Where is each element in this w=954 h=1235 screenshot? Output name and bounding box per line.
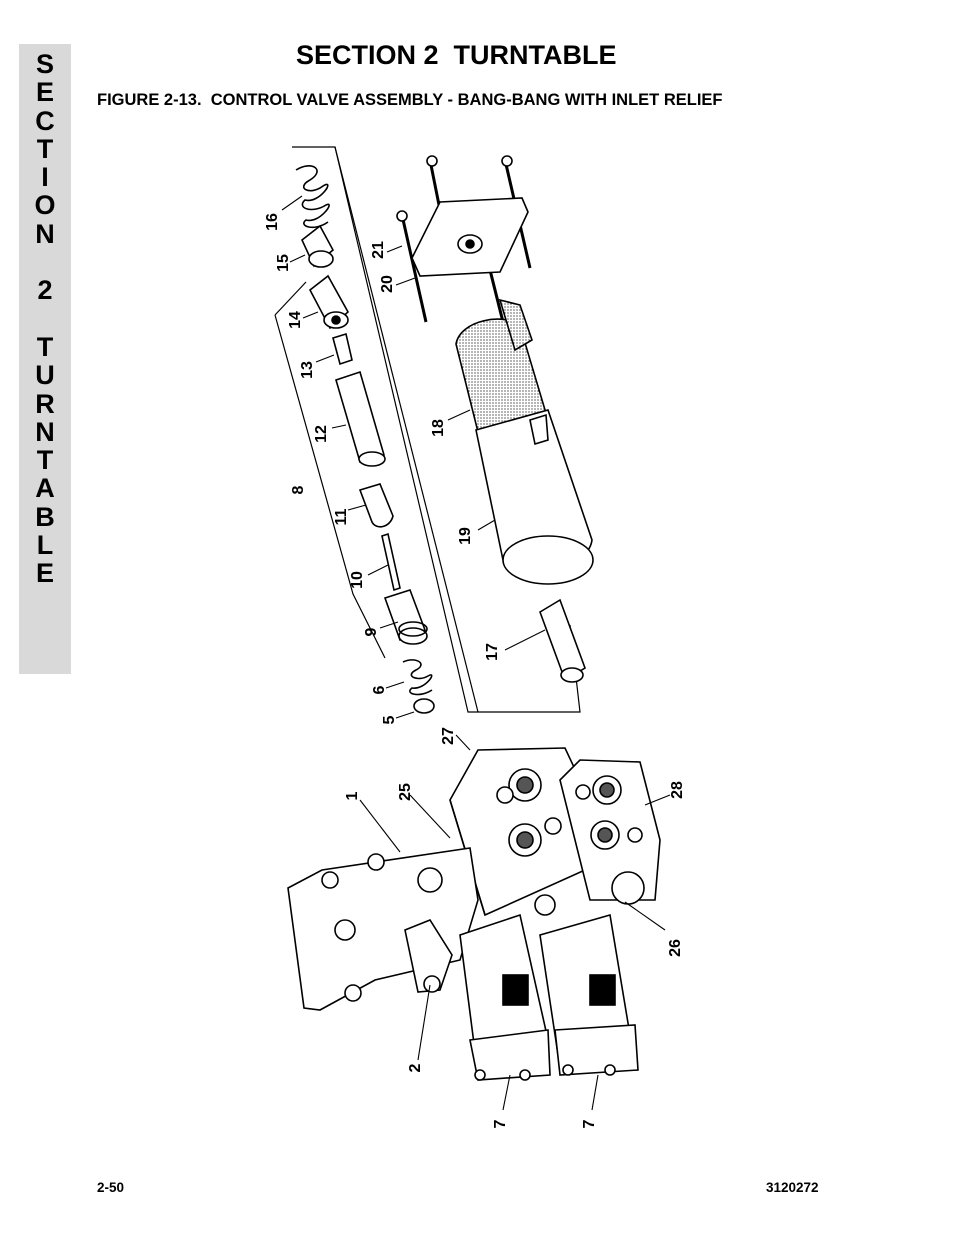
side-letter: R bbox=[35, 388, 55, 419]
callout-12: 12 bbox=[313, 425, 330, 443]
callout-10: 10 bbox=[349, 571, 366, 589]
page-title: SECTION 2 TURNTABLE bbox=[296, 40, 617, 70]
callout-8: 8 bbox=[290, 485, 307, 494]
side-letter: L bbox=[36, 530, 54, 561]
side-letter: 2 bbox=[37, 275, 53, 306]
mounting-bracket-1 bbox=[287, 847, 479, 1011]
side-letter: E bbox=[35, 558, 54, 589]
callout-25: 25 bbox=[397, 783, 414, 801]
part-14 bbox=[308, 274, 350, 330]
side-letter: S bbox=[35, 49, 54, 79]
valve-body bbox=[449, 747, 586, 917]
callout-27: 27 bbox=[440, 727, 457, 745]
callout-21: 21 bbox=[370, 241, 387, 259]
callout-5: 5 bbox=[381, 715, 398, 724]
side-letter: N bbox=[35, 218, 55, 249]
callout-7-right: 7 bbox=[581, 1119, 598, 1128]
callout-7-left: 7 bbox=[492, 1119, 509, 1128]
washer-5 bbox=[413, 698, 435, 714]
callout-13: 13 bbox=[299, 361, 316, 379]
callout-1: 1 bbox=[344, 791, 361, 800]
fitting-2 bbox=[404, 919, 453, 993]
solenoid-left bbox=[459, 913, 551, 1081]
side-letter: N bbox=[35, 416, 55, 447]
part-9 bbox=[383, 589, 428, 645]
side-letter: E bbox=[35, 77, 54, 108]
piston-11 bbox=[358, 483, 394, 528]
callout-26: 26 bbox=[667, 939, 684, 957]
callout-16: 16 bbox=[264, 213, 281, 231]
callout-2: 2 bbox=[407, 1063, 424, 1072]
side-letter: I bbox=[41, 162, 49, 193]
callout-20: 20 bbox=[379, 275, 396, 293]
callout-18: 18 bbox=[430, 419, 447, 437]
coil-18 bbox=[455, 298, 549, 442]
side-letter: T bbox=[36, 133, 54, 164]
callout-28: 28 bbox=[669, 781, 686, 799]
spring-16 bbox=[295, 165, 330, 229]
pin-13 bbox=[332, 332, 353, 366]
solenoid-right bbox=[539, 913, 639, 1076]
tube-12 bbox=[335, 370, 386, 467]
callout-9: 9 bbox=[363, 627, 380, 636]
cap-15 bbox=[301, 224, 335, 268]
shell-19 bbox=[475, 409, 594, 585]
document-number: 3120272 bbox=[766, 1180, 819, 1195]
side-letter: T bbox=[36, 331, 54, 362]
callout-17: 17 bbox=[484, 643, 501, 661]
spring-6 bbox=[402, 659, 433, 696]
rod-10 bbox=[381, 532, 401, 592]
callout-14: 14 bbox=[287, 311, 304, 329]
side-letter: O bbox=[34, 190, 56, 221]
side-letter: U bbox=[35, 360, 55, 391]
section-side-tab bbox=[19, 44, 71, 674]
side-letter: A bbox=[35, 473, 55, 504]
leader-lines bbox=[281, 195, 671, 1111]
callout-19: 19 bbox=[457, 527, 474, 545]
callout-15: 15 bbox=[275, 254, 292, 272]
valve-section-28 bbox=[559, 759, 661, 905]
page-number: 2-50 bbox=[97, 1180, 125, 1195]
exploded-group-outline bbox=[292, 146, 581, 713]
side-letter: C bbox=[35, 105, 55, 136]
callout-11: 11 bbox=[333, 508, 350, 525]
side-letter: T bbox=[36, 445, 54, 476]
plunger-17 bbox=[539, 598, 586, 683]
callout-6: 6 bbox=[371, 685, 388, 694]
side-letter: B bbox=[35, 501, 55, 532]
figure-title: FIGURE 2-13. CONTROL VALVE ASSEMBLY - BA… bbox=[97, 91, 723, 109]
mounting-plate bbox=[411, 197, 529, 277]
group-8-bracket bbox=[274, 281, 386, 659]
